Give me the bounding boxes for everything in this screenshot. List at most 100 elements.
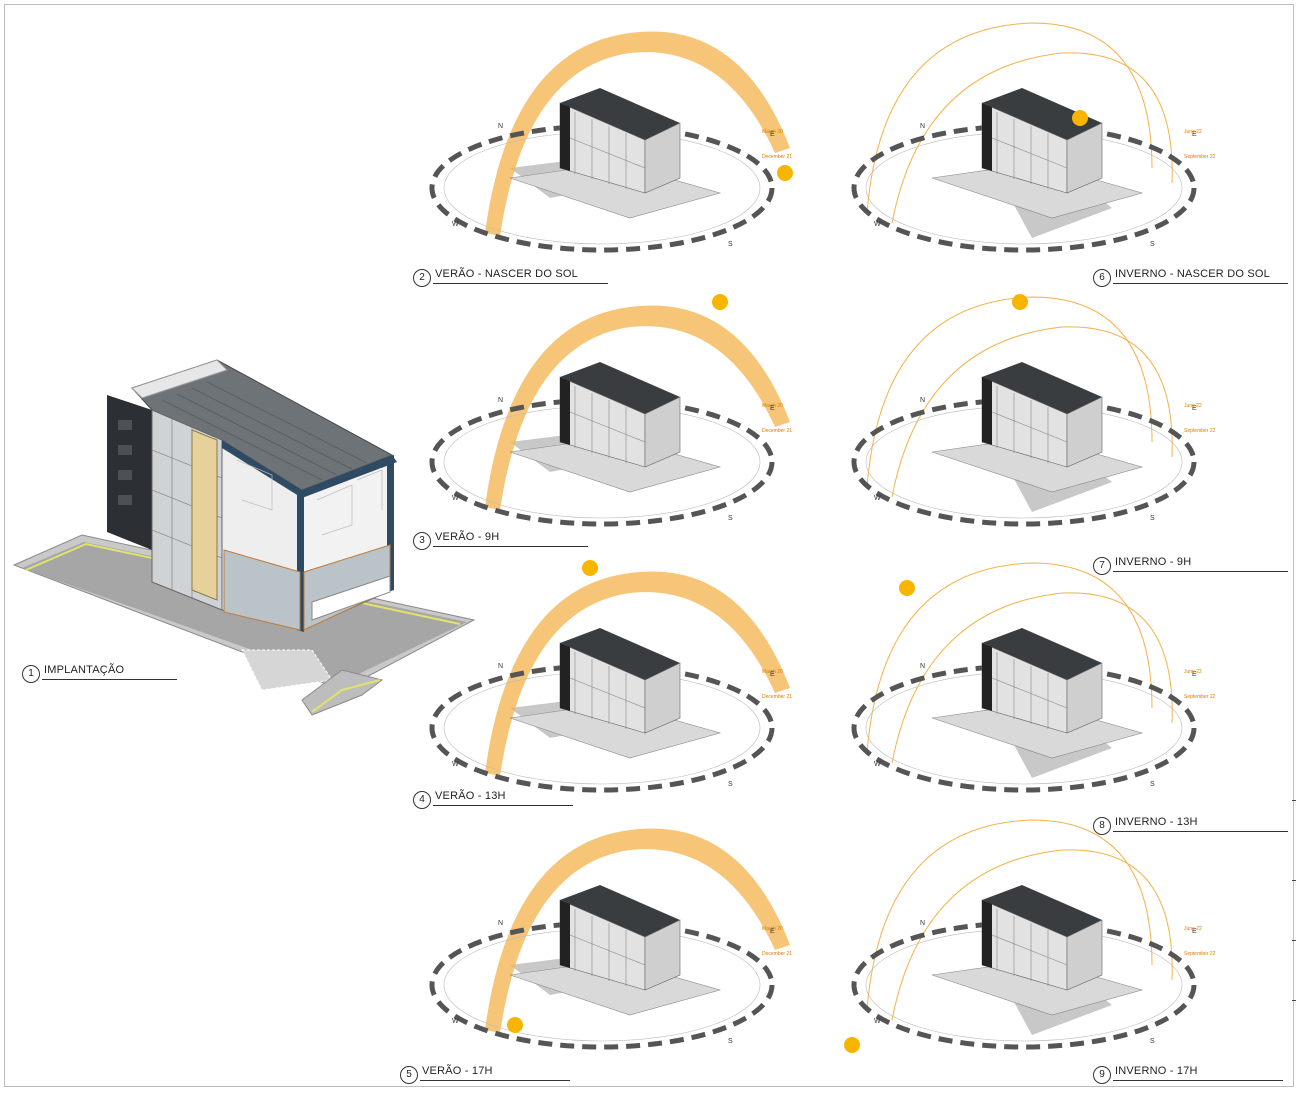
building-model: [559, 88, 681, 194]
building-model: [981, 628, 1103, 734]
sun-icon: [899, 580, 915, 596]
compass-s: S: [728, 515, 733, 522]
sun-icon: [844, 1037, 860, 1053]
view-title: IMPLANTAÇÃO: [44, 664, 125, 676]
sun-path-label: December 21: [762, 154, 792, 160]
view-number: 8: [1093, 817, 1111, 835]
sun-path-arc: [866, 819, 1153, 1011]
sun-path-label: September 22: [1184, 694, 1216, 700]
view-number: 6: [1093, 269, 1111, 287]
view-title: VERÃO - 9H: [435, 531, 500, 543]
view-number: 1: [22, 665, 40, 683]
sun-path-label: September 22: [1184, 428, 1216, 434]
sun-path-band: [485, 571, 790, 776]
sun-path-label: June 22: [1184, 129, 1202, 135]
compass-s: S: [728, 781, 733, 788]
sun-path-label: June 22: [1184, 669, 1202, 675]
view-number: 9: [1093, 1066, 1111, 1084]
view-title: VERÃO - 17H: [422, 1065, 493, 1077]
compass-w: W: [452, 221, 459, 228]
view-title: INVERNO - NASCER DO SOL: [1115, 268, 1270, 280]
compass-n: N: [920, 663, 925, 670]
sun-path-arc: [866, 562, 1153, 754]
building-model: [981, 885, 1103, 991]
sun-path-label: December 21: [762, 951, 792, 957]
sun-path-label: June 22: [1184, 926, 1202, 932]
sun-path-arc: [866, 22, 1153, 214]
view-number: 7: [1093, 557, 1111, 575]
compass-s: S: [1150, 515, 1155, 522]
compass-w: W: [874, 495, 881, 502]
sun-study-drawing: N E S W March 20 December 21: [429, 31, 793, 253]
sun-path-band: [485, 305, 790, 510]
compass-n: N: [920, 920, 925, 927]
edge-tick: [1292, 940, 1296, 941]
sun-icon: [1012, 294, 1028, 310]
view-number: 4: [413, 791, 431, 809]
view-sun-study-2: N E S W March 20 December 21: [390, 8, 810, 268]
compass-e: E: [770, 928, 775, 935]
sun-icon: [777, 165, 793, 181]
edge-tick: [1292, 880, 1296, 881]
sun-path-label: September 22: [1184, 951, 1216, 957]
building-model: [981, 88, 1103, 194]
compass-w: W: [452, 495, 459, 502]
sun-path-label: March 20: [762, 403, 783, 409]
compass-e: E: [770, 131, 775, 138]
sun-path-arc: [866, 296, 1153, 488]
view-number: 2: [413, 269, 431, 287]
compass-w: W: [452, 1018, 459, 1025]
compass-n: N: [498, 123, 503, 130]
compass-w: W: [874, 761, 881, 768]
compass-e: E: [1192, 928, 1197, 935]
edge-tick: [1292, 1000, 1296, 1001]
compass-e: E: [770, 671, 775, 678]
sun-path-band: [485, 828, 790, 1033]
compass-w: W: [452, 761, 459, 768]
compass-e: E: [770, 405, 775, 412]
compass-n: N: [498, 397, 503, 404]
sun-icon: [712, 294, 728, 310]
view-title: INVERNO - 17H: [1115, 1065, 1198, 1077]
compass-n: N: [920, 397, 925, 404]
compass-w: W: [874, 1018, 881, 1025]
view-title: INVERNO - 9H: [1115, 556, 1192, 568]
sun-icon: [582, 560, 598, 576]
compass-w: W: [874, 221, 881, 228]
building-model: [559, 362, 681, 468]
building-model: [559, 885, 681, 991]
compass-e: E: [1192, 131, 1197, 138]
sun-path-label: March 20: [762, 129, 783, 135]
compass-s: S: [728, 241, 733, 248]
view-title: INVERNO - 13H: [1115, 816, 1198, 828]
compass-s: S: [1150, 241, 1155, 248]
sun-path-arc: [891, 849, 1173, 1021]
view-title: VERÃO - 13H: [435, 790, 506, 802]
building-model: [559, 628, 681, 734]
edge-tick: [1292, 800, 1296, 801]
sun-path-arc: [891, 592, 1173, 764]
sheet-border: [4, 4, 1294, 1087]
sun-path-label: September 22: [1184, 154, 1216, 160]
sun-path-label: June 22: [1184, 403, 1202, 409]
view-number: 5: [400, 1066, 418, 1084]
sun-icon: [1072, 110, 1088, 126]
view-title: VERÃO - NASCER DO SOL: [435, 268, 578, 280]
sun-path-arc: [891, 326, 1173, 498]
sun-path-arc: [891, 52, 1173, 224]
site-building-3d: [12, 359, 476, 716]
